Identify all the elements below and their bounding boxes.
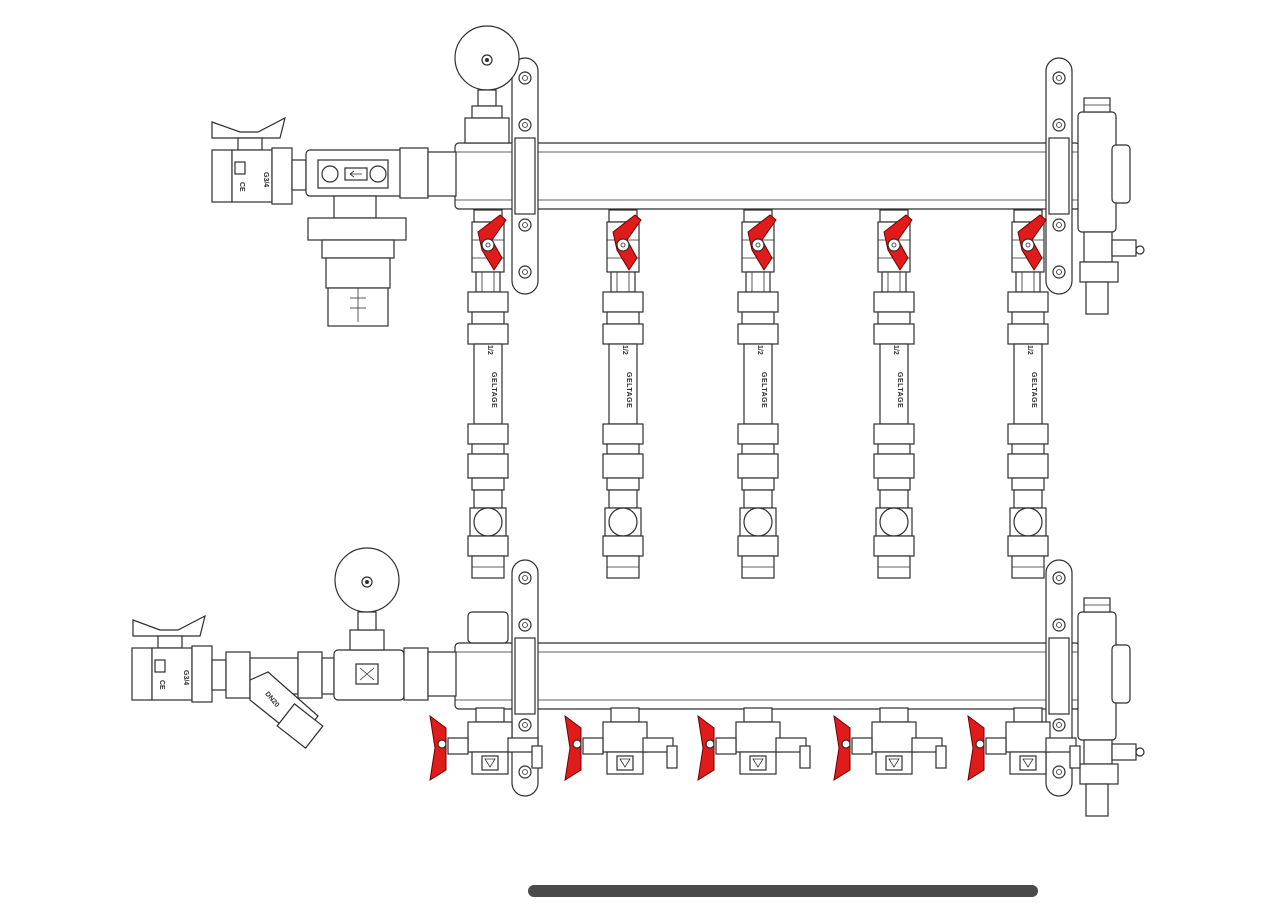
svg-text:G3/4: G3/4: [262, 172, 269, 187]
thermometer-gauge: [334, 547, 400, 651]
supply-outlet[interactable]: 1/2 GELTAGE: [873, 209, 915, 579]
svg-text:G3/4: G3/4: [182, 670, 189, 685]
return-outlet[interactable]: [564, 707, 678, 781]
svg-text:CE: CE: [238, 182, 245, 192]
svg-text:GELTAGE: GELTAGE: [625, 372, 632, 408]
supply-outlet[interactable]: 1/2 GELTAGE: [737, 209, 779, 579]
svg-text:1/2: 1/2: [756, 345, 763, 355]
return-manifold: [429, 559, 1145, 817]
supply-outlet[interactable]: 1/2 GELTAGE: [467, 209, 509, 579]
thermometer-gauge: [454, 25, 520, 144]
svg-text:GELTAGE: GELTAGE: [1030, 372, 1037, 408]
svg-text:1/2: 1/2: [892, 345, 899, 355]
supply-inlet-assembly: CE G3/4: [211, 116, 457, 327]
return-outlet[interactable]: [833, 707, 947, 781]
ball-valve-icon[interactable]: CE G3/4: [211, 116, 307, 205]
ball-valve-icon[interactable]: CE G3/4: [131, 614, 227, 703]
horizontal-scrollbar[interactable]: [528, 885, 1038, 897]
supply-manifold: 1/2 GELTAGE 1/2 GELTAGE 1/2 GELTAGE 1/2 …: [454, 25, 1145, 579]
svg-text:1/2: 1/2: [621, 345, 628, 355]
return-inlet-assembly: CE G3/4 DN20: [131, 547, 457, 749]
svg-text:1/2: 1/2: [1026, 345, 1033, 355]
return-outlet[interactable]: [697, 707, 811, 781]
svg-text:GELTAGE: GELTAGE: [896, 372, 903, 408]
supply-outlet[interactable]: 1/2 GELTAGE: [1007, 209, 1049, 579]
svg-text:1/2: 1/2: [486, 345, 493, 355]
svg-text:GELTAGE: GELTAGE: [490, 372, 497, 408]
y-strainer-icon: DN20: [225, 651, 324, 749]
svg-text:CE: CE: [158, 680, 165, 690]
svg-text:GELTAGE: GELTAGE: [760, 372, 767, 408]
supply-outlet[interactable]: 1/2 GELTAGE: [602, 209, 644, 579]
